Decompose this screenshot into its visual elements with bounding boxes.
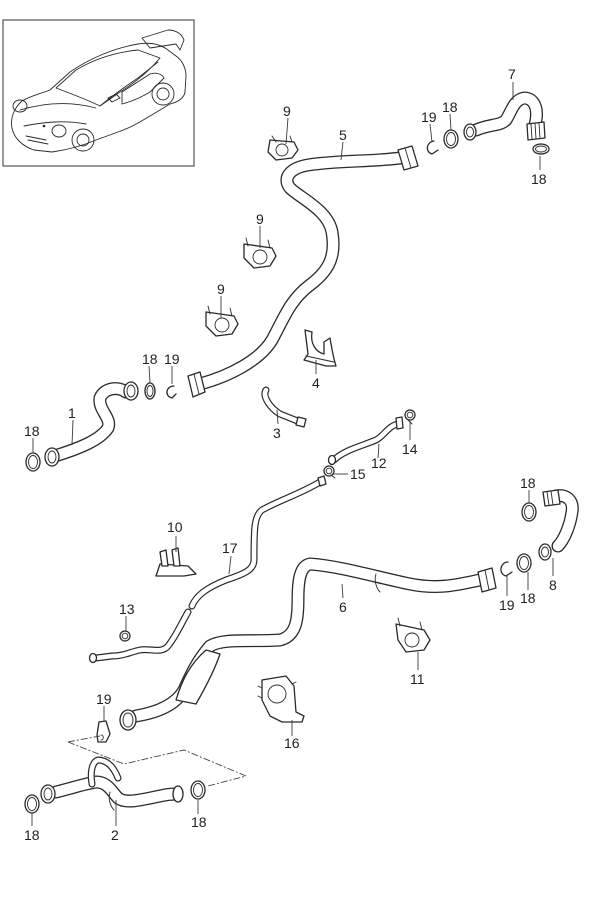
callout-14[interactable]: 12 [371,455,387,471]
callout-3[interactable]: 3 [273,425,281,441]
connector [397,145,419,171]
part-6-coolant-hose[interactable] [119,557,497,731]
callout-9[interactable]: 9 [256,211,264,227]
callout-19[interactable]: 19 [96,691,112,707]
part-17-hose-clamp[interactable] [323,465,336,479]
callout-12[interactable]: 11 [410,671,425,687]
part-11-holder[interactable] [257,675,305,723]
callout-18[interactable]: 18 [142,351,158,367]
part-2-branch-pipe[interactable] [40,756,184,811]
part-14-vent-hose[interactable] [327,416,404,466]
callout-1[interactable]: 1 [68,405,76,421]
part-3-bracket[interactable] [261,386,307,428]
part-9-clip-holder[interactable] [267,135,299,161]
callout-18[interactable]: 18 [531,171,547,187]
vehicle-thumbnail [2,19,195,167]
callout-18[interactable]: 18 [24,827,40,843]
callout-15[interactable]: 13 [119,601,135,617]
callout-18[interactable]: 18 [520,475,536,491]
callout-2[interactable]: 2 [111,827,119,843]
part-15-hose-clamp[interactable] [119,630,131,642]
callout-19[interactable]: 19 [499,597,515,613]
callout-13[interactable]: 17 [222,540,238,556]
callout-9[interactable]: 9 [217,281,225,297]
part-19-retaining-clip[interactable] [96,720,111,743]
part-18-o-ring[interactable] [25,452,41,472]
callout-18[interactable]: 18 [442,99,458,115]
part-9-clip-holder[interactable] [243,237,277,269]
part-8-hose-elbow[interactable] [538,489,579,561]
callout-18[interactable]: 18 [24,423,40,439]
part-19-retaining-clip[interactable] [500,561,513,577]
part-5-coolant-hose[interactable] [187,145,419,398]
connector [477,567,497,593]
connector [187,371,206,398]
assembly-boundary [67,735,101,743]
callout-6[interactable]: 6 [339,599,347,615]
callout-10[interactable]: 10 [167,519,183,535]
leader-lines [31,82,554,826]
part-12-clip-holder[interactable] [395,617,431,653]
part-18-o-ring[interactable] [443,129,459,149]
callout-7[interactable]: 7 [508,66,516,82]
callout-16[interactable]: 14 [402,441,418,457]
car-icon [11,29,187,153]
callout-19[interactable]: 19 [421,109,437,125]
part-18-o-ring[interactable] [190,780,206,800]
part-19-retaining-clip[interactable] [166,385,177,399]
callout-19[interactable]: 19 [164,351,180,367]
assembly-boundary [67,741,248,787]
part-13-vent-line[interactable] [88,475,327,664]
part-18-o-ring[interactable] [532,143,550,155]
callout-8[interactable]: 8 [549,577,557,593]
part-7-hose-elbow[interactable] [463,91,546,141]
callout-18[interactable]: 18 [191,814,207,830]
part-1-coolant-hose[interactable] [44,381,139,467]
callout-5[interactable]: 5 [339,127,347,143]
part-19-retaining-clip[interactable] [426,140,439,155]
callout-18[interactable]: 18 [520,590,536,606]
part-18-o-ring[interactable] [521,502,537,522]
callout-17[interactable]: 15 [350,466,366,482]
callout-labels: 7 5 9 19 18 18 9 9 18 19 4 3 1 18 12 14 … [24,66,557,843]
part-10-bracket[interactable] [155,547,197,577]
part-18-o-ring[interactable] [516,553,532,573]
part-4-holder[interactable] [303,329,337,367]
callout-4[interactable]: 4 [312,375,320,391]
part-18-o-ring[interactable] [24,794,40,814]
part-9-clip-holder[interactable] [205,305,239,337]
callout-9[interactable]: 9 [283,103,291,119]
part-18-o-ring[interactable] [144,382,156,400]
callout-11[interactable]: 16 [284,735,300,751]
thumbnail-frame [2,19,195,167]
